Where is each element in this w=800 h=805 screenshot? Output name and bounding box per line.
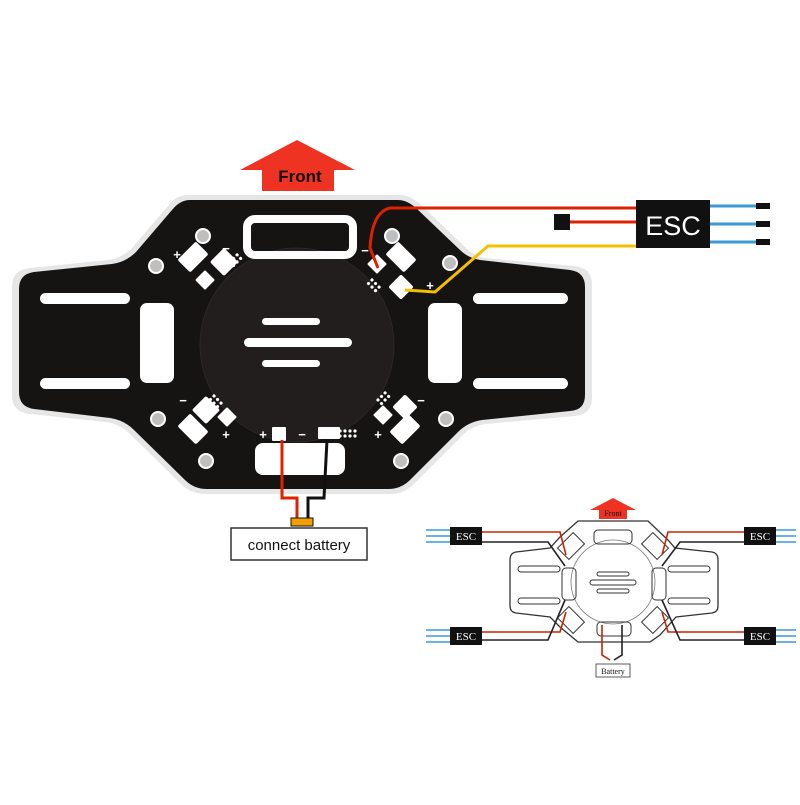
esc-wires [368,206,636,294]
mini-front-label: Front [604,509,622,518]
polarity-minus-bl: − [179,393,187,408]
polarity-plus-tr: + [426,278,434,293]
polarity-plus-bl: + [222,427,230,442]
main-diagram: Front [12,140,770,561]
polarity-plus-tl: + [173,247,181,262]
front-arrow: Front [240,140,355,191]
front-label: Front [278,167,322,186]
center-slots [244,318,352,367]
mini-esc-label-2: ESC [750,531,770,543]
mini-esc-wires [482,531,744,661]
mini-esc-label-4: ESC [750,631,770,643]
polarity-minus-br: − [417,393,425,408]
mini-esc-left-bottom: ESC [426,627,482,645]
mini-front-arrow: Front [590,498,636,519]
mount-holes [148,228,458,469]
polarity-marks: + − + − + − + − + − [173,241,434,442]
battery-label: connect battery [248,537,351,554]
polarity-plus-bottom: + [259,427,267,442]
mini-center-plate [570,539,656,625]
side-slots [40,293,568,389]
battery-wires [280,439,329,520]
mini-esc-label-1: ESC [456,531,476,543]
battery-callout: connect battery [230,527,368,561]
mini-esc-right-top: ESC [744,527,796,545]
mini-center-slots [589,571,637,594]
mini-diagram: Front [426,498,796,678]
mini-cutouts [517,529,711,637]
mini-battery-label: Battery [601,667,625,676]
bottom-cutout [255,443,345,475]
polarity-minus-tr: − [361,243,369,258]
motor-wires [710,203,770,245]
esc-label: ESC [645,211,701,241]
mini-esc-right-bottom: ESC [744,627,796,645]
top-cutout [243,215,357,259]
pad-dot-grids [208,253,391,438]
mini-battery-callout: Battery [595,663,631,678]
mini-esc-left-top: ESC [426,527,482,545]
solder-pads [178,242,420,444]
esc-module: ESC [636,200,710,248]
mini-esc-label-3: ESC [456,631,476,643]
polarity-minus-tl: − [222,241,230,256]
battery-plug [290,517,314,527]
polarity-minus-bottom: − [298,427,306,442]
signal-connector [554,214,570,230]
polarity-plus-br: + [374,427,382,442]
